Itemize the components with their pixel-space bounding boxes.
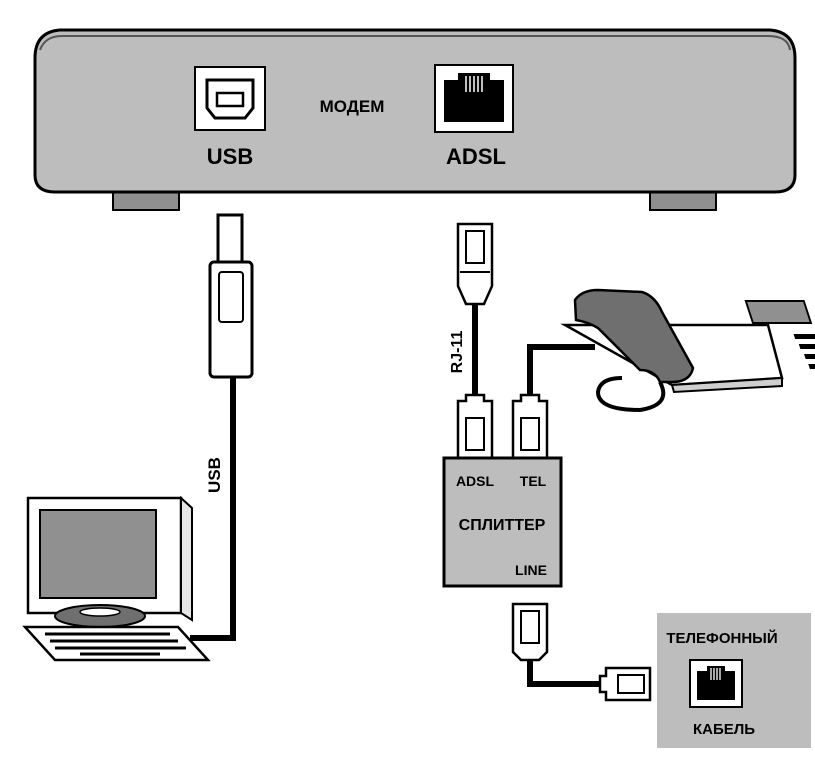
line-cable xyxy=(511,602,652,702)
modem-adsl-port xyxy=(434,64,514,133)
modem-adsl-label: ADSL xyxy=(446,144,506,169)
modem-usb-port xyxy=(194,66,266,131)
modem-usb-label: USB xyxy=(207,144,253,169)
telephone-handset xyxy=(573,288,695,384)
telephone xyxy=(560,288,815,413)
modem-label: МОДЕМ xyxy=(320,97,385,116)
monitor-screen xyxy=(39,509,157,599)
modem-body xyxy=(33,28,797,194)
monitor-stand-top xyxy=(79,607,121,617)
line-cable-wire xyxy=(527,660,600,687)
telephone-keypad xyxy=(793,334,815,369)
monitor-bezel-right xyxy=(180,495,193,622)
rj11-cable: RJ-11 xyxy=(449,222,494,460)
splitter-adsl-label: ADSL xyxy=(456,473,495,489)
telephone-cord xyxy=(595,376,666,413)
wall-socket: ТЕЛЕФОННЫЙ КАБЕЛЬ xyxy=(657,613,811,748)
usb-cable: USB xyxy=(190,213,254,641)
telephone-display xyxy=(744,300,813,324)
telephone-base-side xyxy=(670,376,783,394)
computer xyxy=(22,495,211,662)
modem: USB МОДЕМ ADSL xyxy=(33,28,797,211)
splitter-body xyxy=(442,456,563,588)
usb-plug-grip xyxy=(218,271,244,323)
modem-top-rim xyxy=(39,35,791,51)
splitter: ADSL TEL СПЛИТТЕР LINE xyxy=(442,456,563,588)
keyboard-keys xyxy=(45,632,186,656)
wall-socket-bottom-label: КАБЕЛЬ xyxy=(693,721,755,738)
splitter-title: СПЛИТТЕР xyxy=(459,517,546,534)
phone-cable xyxy=(511,344,595,460)
usb-cable-label: USB xyxy=(205,457,224,493)
usb-cable-wire xyxy=(190,377,236,641)
usb-plug-tip xyxy=(216,213,244,267)
splitter-line-label: LINE xyxy=(515,562,547,578)
splitter-tel-label: TEL xyxy=(520,473,547,489)
rj11-label: RJ-11 xyxy=(449,331,466,374)
wall-socket-top-label: ТЕЛЕФОННЫЙ xyxy=(666,629,777,647)
